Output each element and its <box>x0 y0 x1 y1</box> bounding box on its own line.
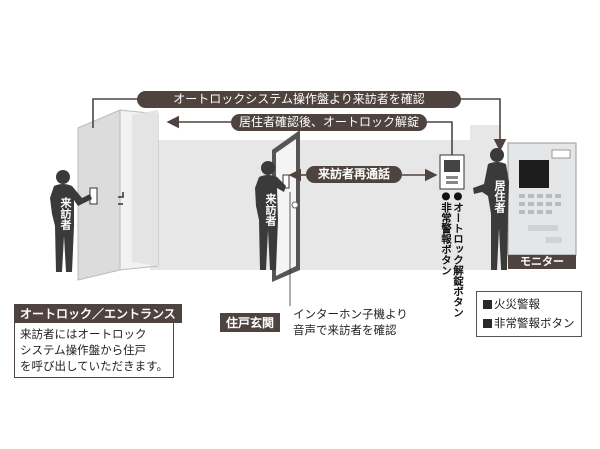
door-note-line-2: 音声で来訪者を確認 <box>293 323 397 337</box>
monitor-label: モニター <box>508 255 576 269</box>
door-note: インターホン子機より 音声で来訪者を確認 <box>293 306 408 338</box>
resident-label: 居住者 <box>493 180 506 213</box>
entrance-line-1: 来訪者にはオートロック <box>20 327 147 341</box>
intercom-screen <box>444 160 460 172</box>
monitor-keypad <box>519 194 561 214</box>
entrance-title: オートロック／エントランス <box>14 304 182 323</box>
arrow-talk-label: 来訪者再通話 <box>306 166 402 183</box>
corridor-wall <box>150 140 485 270</box>
legend-item-fire: 火災警報 <box>483 295 575 314</box>
entrance-door-back <box>132 110 158 266</box>
entrance-handle-icon <box>118 192 124 205</box>
door-title: 住戸玄関 <box>220 313 281 332</box>
entrance-line-3: を呼び出していただきます。 <box>20 359 169 373</box>
door-note-line-1: インターホン子機より <box>293 307 408 321</box>
arrow-top-label: オートロックシステム操作盤より来訪者を確認 <box>137 91 461 108</box>
legend-emergency-label: 非常警報ボタン <box>494 316 575 330</box>
square-bullet-icon <box>483 300 492 309</box>
emergency-button-label: ●非常警報ボタン <box>440 190 452 276</box>
legend-fire-label: 火災警報 <box>494 297 540 311</box>
entrance-description: 来訪者にはオートロック システム操作盤から住戸 を呼び出していただきます。 <box>14 322 174 378</box>
visitor-entrance-label: 来訪者 <box>59 197 72 230</box>
door-intercom-unit <box>282 174 290 189</box>
monitor-device <box>507 142 577 256</box>
unlock-button-label: ●オートロック解錠ボタン <box>452 190 464 318</box>
entrance-lock-panel <box>89 187 98 205</box>
monitor-screen <box>519 160 549 188</box>
entrance-line-2: システム操作盤から住戸 <box>20 343 147 357</box>
square-bullet-icon <box>483 319 492 328</box>
visitor-door-label: 来訪者 <box>264 193 277 226</box>
visitor-entrance-figure <box>50 170 92 272</box>
legend-box: 火災警報 非常警報ボタン <box>476 291 582 337</box>
visitor-door-figure <box>255 161 286 270</box>
door-knob <box>291 201 299 209</box>
legend-item-emergency: 非常警報ボタン <box>483 314 575 333</box>
entrance-door-left <box>77 109 121 281</box>
arrow-middle-label: 居住者確認後、オートロック解錠 <box>231 114 427 131</box>
